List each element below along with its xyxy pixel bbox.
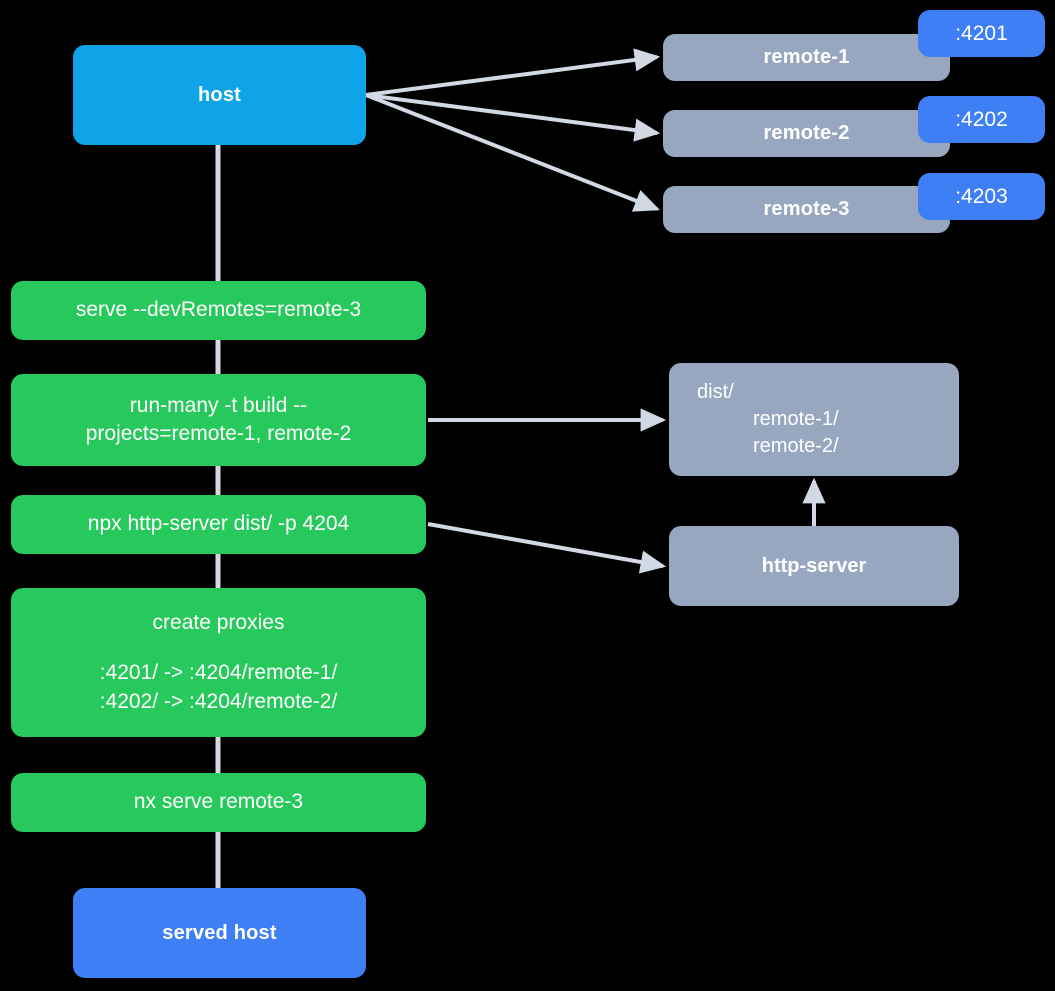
- command-proxy-mapping: :4201/ -> :4204/remote-1/: [99, 661, 338, 685]
- node-remote-2[interactable]: remote-2: [663, 110, 950, 157]
- port-badge-remote-2[interactable]: :4202: [918, 96, 1045, 143]
- command-proxy-mapping: :4202/ -> :4204/remote-2/: [99, 689, 338, 713]
- edge-host-to-remote-3: [365, 93, 660, 212]
- command-line: npx http-server dist/ -p 4204: [87, 512, 350, 536]
- edge-npx-to-http-server: [427, 522, 667, 574]
- command-title: create proxies: [152, 610, 285, 634]
- port-badge-remote-3-label: :4203: [955, 184, 1008, 208]
- port-badge-remote-3[interactable]: :4203: [918, 173, 1045, 220]
- artifact-label: http-server: [761, 554, 867, 577]
- node-remote-3[interactable]: remote-3: [663, 186, 950, 233]
- artifact-path-child: remote-1/: [753, 408, 839, 430]
- node-command-serve-dev-remotes[interactable]: serve --devRemotes=remote-3: [11, 281, 426, 340]
- port-badge-remote-2-label: :4202: [955, 107, 1008, 131]
- node-served-host-label: served host: [162, 921, 277, 944]
- node-host[interactable]: host: [73, 45, 366, 145]
- node-remote-3-label: remote-3: [763, 198, 850, 220]
- port-badge-remote-1-label: :4201: [955, 21, 1008, 45]
- node-remote-2-label: remote-2: [763, 122, 850, 144]
- artifact-path-child: remote-2/: [753, 435, 839, 457]
- node-artifact-http-server[interactable]: http-server: [669, 526, 959, 606]
- node-remote-1[interactable]: remote-1: [663, 34, 950, 81]
- command-line: projects=remote-1, remote-2: [85, 422, 352, 445]
- command-line: nx serve remote-3: [133, 790, 304, 814]
- port-badge-remote-1[interactable]: :4201: [918, 10, 1045, 57]
- edge-host-to-remote-1: [365, 48, 661, 97]
- node-served-host[interactable]: served host: [73, 888, 366, 978]
- node-command-create-proxies[interactable]: create proxies :4201/ -> :4204/remote-1/…: [11, 588, 426, 737]
- command-line: serve --devRemotes=remote-3: [75, 298, 362, 322]
- node-remote-1-label: remote-1: [763, 46, 850, 68]
- edge-host-to-remote-2: [365, 93, 661, 142]
- node-artifact-dist-folder[interactable]: dist/ remote-1/ remote-2/: [669, 363, 959, 476]
- artifact-path-root: dist/: [697, 381, 734, 403]
- node-host-label: host: [197, 83, 242, 106]
- node-command-nx-serve-remote-3[interactable]: nx serve remote-3: [11, 773, 426, 832]
- node-command-npx-http-server[interactable]: npx http-server dist/ -p 4204: [11, 495, 426, 554]
- node-command-run-many-build[interactable]: run-many -t build -- projects=remote-1, …: [11, 374, 426, 466]
- command-line: run-many -t build --: [129, 393, 308, 417]
